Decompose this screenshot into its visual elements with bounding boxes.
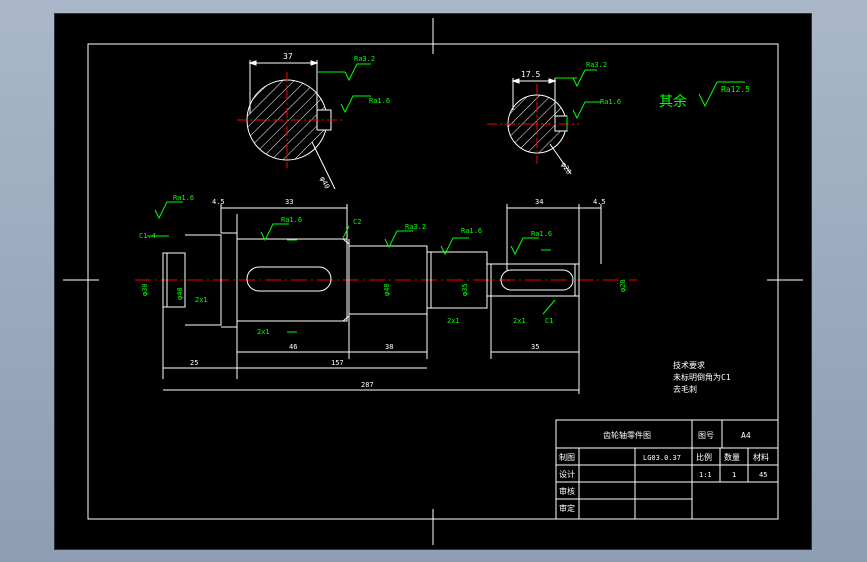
general-roughness-prefix: 其余 bbox=[659, 93, 687, 110]
title-block-material-label: 材料 bbox=[753, 452, 769, 462]
dim-34: 34 bbox=[535, 198, 543, 206]
tech-note-line-3: 去毛刺 bbox=[673, 384, 697, 394]
title-block-approve-label: 审定 bbox=[559, 503, 575, 513]
title-block-qty-label: 数量 bbox=[724, 452, 740, 462]
dim-46: 46 bbox=[289, 343, 297, 351]
undercut-4: 2x1 bbox=[513, 317, 526, 325]
undercut-2: 2x1 bbox=[257, 328, 270, 336]
title-block: 齿轮轴零件图 图号 A4 制图 LG03.0.37 比例 数量 材料 1:1 1… bbox=[555, 419, 779, 520]
dim-38: 38 bbox=[385, 343, 393, 351]
roughness-key-1: Ra1.6 bbox=[281, 216, 302, 224]
dia-right-end: φ20 bbox=[619, 279, 627, 292]
section-a: 37 φ40 Ra3.2 Ra1.6 bbox=[237, 52, 390, 190]
shaft-main-view: 4.5 33 34 4.5 Ra1.6 C1.4 Ra1.6 C2 Ra3.2 … bbox=[135, 194, 637, 394]
drawing-frame bbox=[63, 18, 803, 545]
chamfer-c2: C2 bbox=[353, 218, 361, 226]
roughness-ra3-2: Ra3.2 bbox=[405, 223, 426, 231]
title-block-design-label: 设计 bbox=[559, 469, 575, 479]
dim-35: 35 bbox=[531, 343, 539, 351]
section-b: 17.5 φ20 Ra3.2 Ra1.6 bbox=[487, 61, 621, 176]
dim-4-5-right: 4.5 bbox=[593, 198, 606, 206]
undercut-3: 2x1 bbox=[447, 317, 460, 325]
tech-note-line-1: 技术要求 bbox=[673, 360, 705, 370]
tech-note-line-2: 未标明倒角为C1 bbox=[673, 372, 731, 382]
undercut-1: 2x1 bbox=[195, 296, 208, 304]
section-a-roughness-top: Ra3.2 bbox=[354, 55, 375, 63]
title-block-drawing-no-value: A4 bbox=[741, 431, 751, 440]
cad-viewport[interactable]: 37 φ40 Ra3.2 Ra1.6 17.5 φ20 bbox=[55, 14, 811, 549]
dim-25: 25 bbox=[190, 359, 198, 367]
title-block-qty-value: 1 bbox=[732, 471, 736, 479]
general-roughness: 其余 Ra12.5 bbox=[659, 81, 750, 110]
title-block-drawing-no-label: 图号 bbox=[698, 431, 714, 440]
title-block-check-label: 审核 bbox=[559, 486, 575, 496]
roughness-left-end: Ra1.6 bbox=[173, 194, 194, 202]
section-a-width-dim: 37 bbox=[283, 52, 293, 61]
dim-33: 33 bbox=[285, 198, 293, 206]
dim-287: 287 bbox=[361, 381, 374, 389]
dia-left-end: φ30 bbox=[141, 283, 149, 296]
title-block-title: 齿轮轴零件图 bbox=[603, 430, 651, 440]
chamfer-left: C1.4 bbox=[139, 232, 156, 240]
section-b-width-dim: 17.5 bbox=[521, 70, 540, 79]
dim-4-5-left: 4.5 bbox=[212, 198, 225, 206]
dim-157: 157 bbox=[331, 359, 344, 367]
technical-notes: 技术要求 未标明倒角为C1 去毛刺 bbox=[673, 360, 731, 394]
title-block-material-value: 45 bbox=[759, 471, 767, 479]
section-a-roughness-side: Ra1.6 bbox=[369, 97, 390, 105]
title-block-ratio-label: 比例 bbox=[696, 452, 712, 462]
general-roughness-value: Ra12.5 bbox=[721, 85, 750, 94]
section-b-roughness-side: Ra1.6 bbox=[600, 98, 621, 106]
title-block-ratio-value: 1:1 bbox=[699, 471, 712, 479]
roughness-ra1-6: Ra1.6 bbox=[461, 227, 482, 235]
dia-bearing-left: φ40 bbox=[176, 287, 184, 300]
title-block-draw-label: 制图 bbox=[559, 452, 575, 462]
title-block-draw-value: LG03.0.37 bbox=[643, 454, 681, 462]
roughness-key-2: Ra1.6 bbox=[531, 230, 552, 238]
section-b-roughness-top: Ra3.2 bbox=[586, 61, 607, 69]
chamfer-c1: C1 bbox=[545, 317, 553, 325]
dia-bearing-right: φ35 bbox=[461, 283, 469, 296]
shaft-drawing: 37 φ40 Ra3.2 Ra1.6 17.5 φ20 bbox=[63, 18, 803, 545]
dia-middle: φ48 bbox=[383, 283, 391, 296]
